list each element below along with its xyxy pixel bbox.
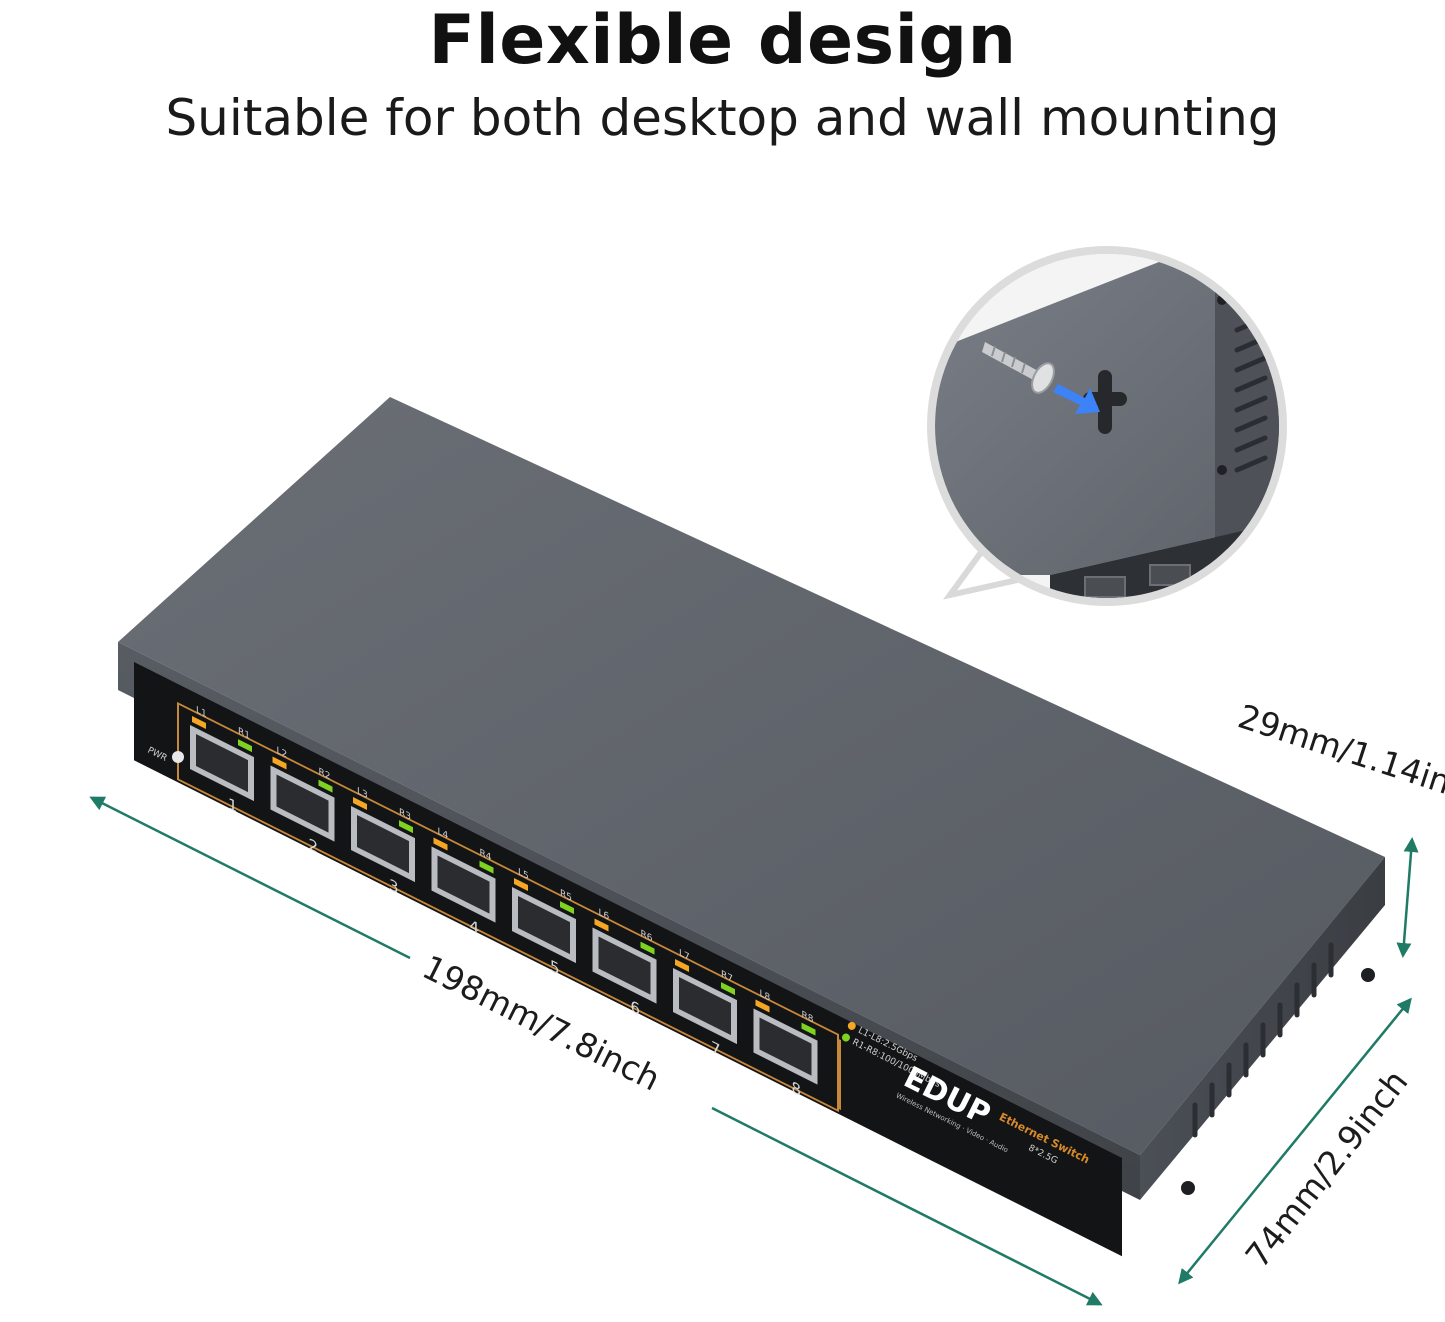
led-amber-icon <box>847 1021 856 1030</box>
port-led-right-icon <box>238 739 252 753</box>
port-number: 7 <box>711 1037 721 1060</box>
port-led-right-label: R8 <box>802 1009 814 1025</box>
port-number: 8 <box>792 1077 802 1100</box>
screw-icon <box>982 342 1055 394</box>
dimension-width-label: 74mm/2.9inch <box>1238 1063 1416 1275</box>
port-led-right-icon <box>721 982 735 996</box>
port-number: 2 <box>309 834 319 857</box>
port-led-right-label: R4 <box>480 847 492 863</box>
port-number: 5 <box>550 956 560 979</box>
port-led-left-icon <box>192 716 206 730</box>
port-socket <box>357 815 409 874</box>
dimension-height-label: 29mm/1.14inch <box>1234 697 1445 814</box>
port-number: 3 <box>389 875 399 898</box>
port-socket <box>598 936 651 995</box>
side-screw-1 <box>1181 1181 1195 1195</box>
port-led-right-icon <box>479 860 494 874</box>
port-led-right-icon <box>640 941 655 955</box>
insert-arrow-icon <box>1053 384 1100 414</box>
port-frame <box>177 701 839 1113</box>
side-screw-2 <box>1361 968 1375 982</box>
port-led-left-label: L2 <box>277 745 288 761</box>
port-led-left-icon <box>514 878 528 892</box>
port-led-left-label: L1 <box>196 704 207 720</box>
port-led-right-label: R3 <box>399 807 411 823</box>
port-led-right-icon <box>560 901 574 915</box>
port-number: 1 <box>228 794 238 817</box>
port-led-left-label: L8 <box>760 988 771 1004</box>
port-number: 6 <box>631 996 641 1019</box>
port-led-right-icon <box>318 779 333 793</box>
port-socket <box>276 774 329 833</box>
port-socket <box>759 1017 812 1076</box>
port-led-left-label: L6 <box>599 907 610 923</box>
port-led-right-icon <box>801 1022 816 1036</box>
port-led-left-label: L7 <box>679 947 690 963</box>
port-led-right-label: R6 <box>641 928 653 944</box>
page-title: Flexible design <box>428 0 1017 80</box>
port-socket <box>518 896 570 955</box>
subheadline: Suitable for both desktop and wall mount… <box>0 78 1445 158</box>
port-led-right-label: R7 <box>721 969 733 985</box>
wall-mount-zoom-bubble <box>927 246 1287 606</box>
port-led-left-icon <box>755 999 770 1013</box>
port-led-left-icon <box>594 918 609 932</box>
switch-top-surface <box>118 397 1385 1155</box>
port-led-left-icon <box>433 837 448 851</box>
port-led-left-label: L5 <box>518 866 529 882</box>
port-led-right-label: R2 <box>319 766 331 782</box>
power-led <box>172 751 184 763</box>
port-led-left-icon <box>353 797 367 811</box>
port-led-left-label: L3 <box>357 785 368 801</box>
port-number: 4 <box>470 915 480 938</box>
port-led-right-icon <box>399 820 413 834</box>
port-led-left-label: L4 <box>438 826 449 842</box>
port-socket <box>196 734 248 793</box>
page-subtitle: Suitable for both desktop and wall mount… <box>165 89 1280 147</box>
port-led-right-label: R1 <box>238 726 250 742</box>
led-green-icon <box>841 1033 850 1042</box>
port-socket <box>679 977 731 1036</box>
port-led-left-icon <box>272 756 287 770</box>
port-socket <box>437 855 490 914</box>
port-led-right-label: R5 <box>560 888 572 904</box>
port-led-left-icon <box>675 959 689 973</box>
headline: Flexible design <box>0 0 1445 80</box>
